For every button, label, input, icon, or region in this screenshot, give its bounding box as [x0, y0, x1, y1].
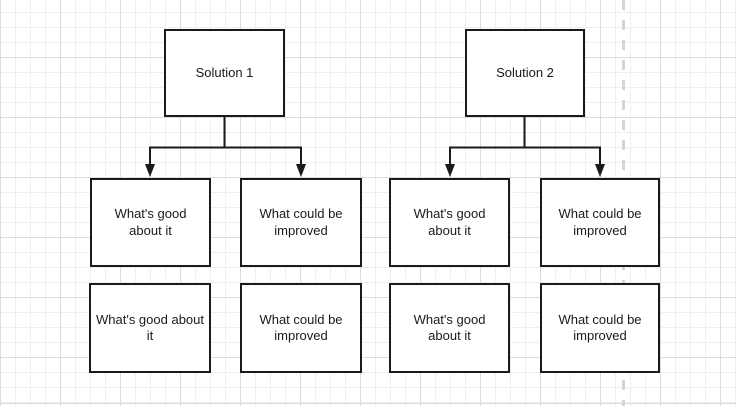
node-label: What's good about it	[96, 311, 204, 343]
node-s1-whats-good-row2[interactable]: What's good about it	[89, 283, 211, 373]
arrowhead-icon	[595, 164, 605, 177]
node-s2-whats-good-row1[interactable]: What's good about it	[389, 178, 510, 267]
arrowhead-icon	[296, 164, 306, 177]
node-label: What's good about it	[413, 311, 486, 343]
node-label: What could be improved	[558, 206, 642, 238]
node-s1-whats-good-row1[interactable]: What's good about it	[90, 178, 211, 267]
node-label: Solution 1	[195, 64, 254, 80]
node-label: What could be improved	[259, 311, 343, 343]
node-solution-2[interactable]: Solution 2	[465, 29, 585, 117]
node-label: What could be improved	[259, 206, 343, 238]
arrowhead-icon	[445, 164, 455, 177]
connector-solution1-branches	[149, 146, 302, 166]
node-label: Solution 2	[496, 64, 554, 80]
node-label: What's good about it	[114, 206, 187, 238]
arrowhead-icon	[145, 164, 155, 177]
node-s1-could-be-improved-row2[interactable]: What could be improved	[240, 283, 362, 373]
connector-solution2-branches	[449, 146, 601, 166]
node-s1-could-be-improved-row1[interactable]: What could be improved	[240, 178, 362, 267]
node-solution-1[interactable]: Solution 1	[164, 29, 285, 117]
node-s2-whats-good-row2[interactable]: What's good about it	[389, 283, 510, 373]
node-label: What could be improved	[558, 311, 642, 343]
node-s2-could-be-improved-row2[interactable]: What could be improved	[540, 283, 660, 373]
node-s2-could-be-improved-row1[interactable]: What could be improved	[540, 178, 660, 267]
node-label: What's good about it	[413, 206, 486, 238]
